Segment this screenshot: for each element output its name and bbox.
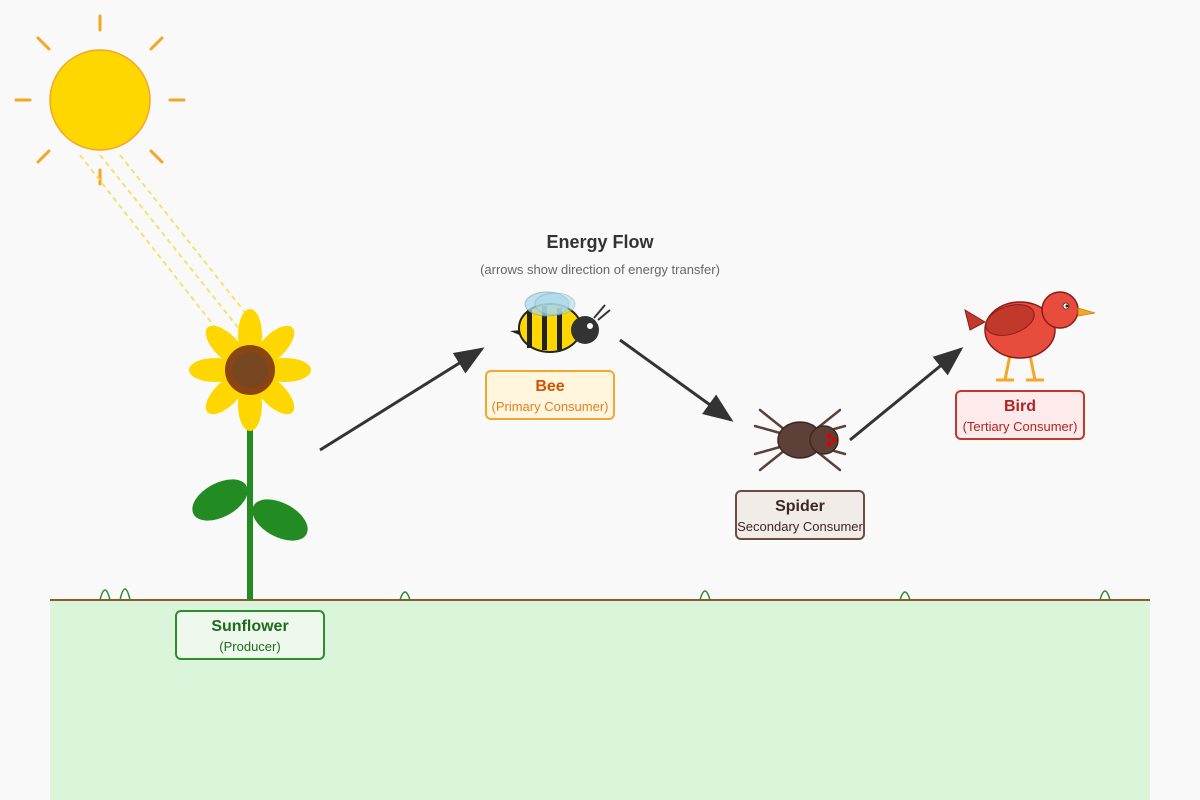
diagram-subtitle: (arrows show direction of energy transfe… <box>480 262 720 277</box>
sun-icon <box>14 14 186 186</box>
arrow-sunflower-to-bee <box>319 347 485 452</box>
organism-name: Sunflower <box>211 618 289 635</box>
spider-icon <box>753 408 847 472</box>
sunflower-icon <box>189 309 311 600</box>
bird-label: Bird (Tertiary Consumer) <box>955 390 1085 440</box>
organism-name: Spider <box>775 498 825 515</box>
trophic-role: (Producer) <box>219 639 281 654</box>
bee-label: Bee (Primary Consumer) <box>485 370 615 420</box>
sunlight-beams <box>79 154 256 341</box>
bird-icon <box>964 291 1096 382</box>
arrow-spider-to-bird <box>849 347 964 442</box>
diagram-title: Energy Flow <box>546 232 654 252</box>
arrow-bee-to-spider <box>619 338 734 422</box>
organism-name: Bird <box>1004 398 1036 415</box>
organism-name: Bee <box>535 378 565 395</box>
sunflower-label: Sunflower (Producer) <box>175 610 325 660</box>
trophic-role: (Tertiary Consumer) <box>962 419 1078 434</box>
trophic-role: (Primary Consumer) <box>491 399 609 414</box>
spider-label: Spider Secondary Consumer <box>735 490 865 540</box>
grass-tufts <box>99 588 1111 601</box>
bee-icon <box>510 291 611 353</box>
trophic-role: Secondary Consumer <box>737 519 863 534</box>
